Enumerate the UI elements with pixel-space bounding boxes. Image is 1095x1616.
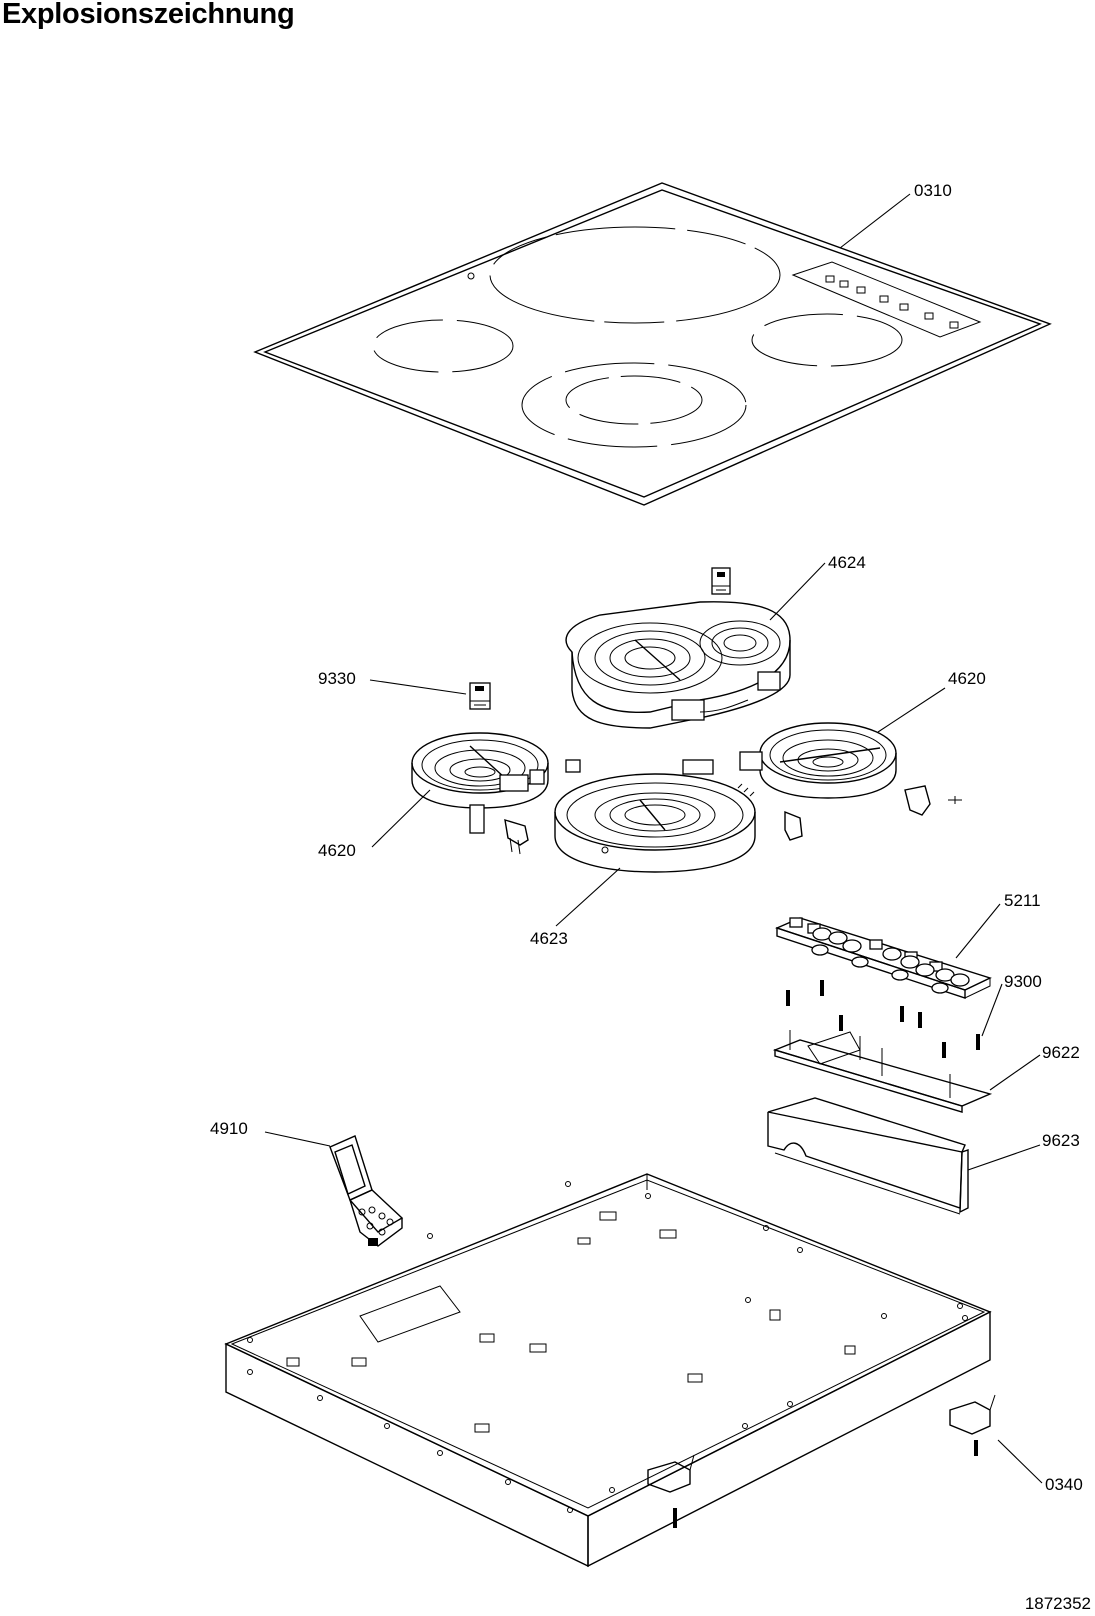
callout-4620-right: 4620 bbox=[948, 669, 986, 688]
part-clip-left-lower bbox=[469, 804, 529, 855]
callout-5211: 5211 bbox=[1004, 891, 1041, 910]
part-terminal-block bbox=[329, 1135, 404, 1247]
callout-0340: 0340 bbox=[1045, 1475, 1083, 1494]
part-heater-oval bbox=[565, 601, 791, 729]
document-number: 1872352 bbox=[1024, 1594, 1091, 1613]
callout-4620-left: 4620 bbox=[318, 841, 356, 860]
part-clip-9330 bbox=[469, 682, 491, 710]
callout-0310: 0310 bbox=[914, 181, 952, 200]
callout-4624: 4624 bbox=[828, 553, 866, 572]
part-springs bbox=[786, 980, 980, 1058]
part-cover-channel bbox=[767, 1097, 969, 1215]
callout-9623: 9623 bbox=[1042, 1131, 1080, 1150]
part-bracket-mount-bottom bbox=[647, 1454, 695, 1528]
callout-4623: 4623 bbox=[530, 929, 568, 948]
page-title: Explosionszeichnung bbox=[2, 0, 295, 30]
callout-9300: 9300 bbox=[1004, 972, 1042, 991]
callout-labels: 0310 4624 9330 4620 4620 4623 5211 9300 … bbox=[210, 181, 1083, 1494]
part-control-pcb bbox=[775, 917, 992, 999]
part-clip-top bbox=[711, 567, 731, 595]
callout-9622: 9622 bbox=[1042, 1043, 1080, 1062]
callout-4910: 4910 bbox=[210, 1119, 248, 1138]
part-heater-right bbox=[739, 722, 897, 799]
part-bracket-right bbox=[784, 785, 962, 841]
part-bracket-mount-right bbox=[949, 1394, 996, 1456]
part-heater-left bbox=[411, 732, 549, 809]
part-cooktop-glass bbox=[253, 182, 1052, 506]
part-housing-tray bbox=[224, 1173, 992, 1568]
part-frame-plate bbox=[772, 1030, 993, 1113]
callout-9330: 9330 bbox=[318, 669, 356, 688]
part-heater-dual bbox=[554, 759, 756, 873]
leader-lines bbox=[264, 193, 1043, 1484]
